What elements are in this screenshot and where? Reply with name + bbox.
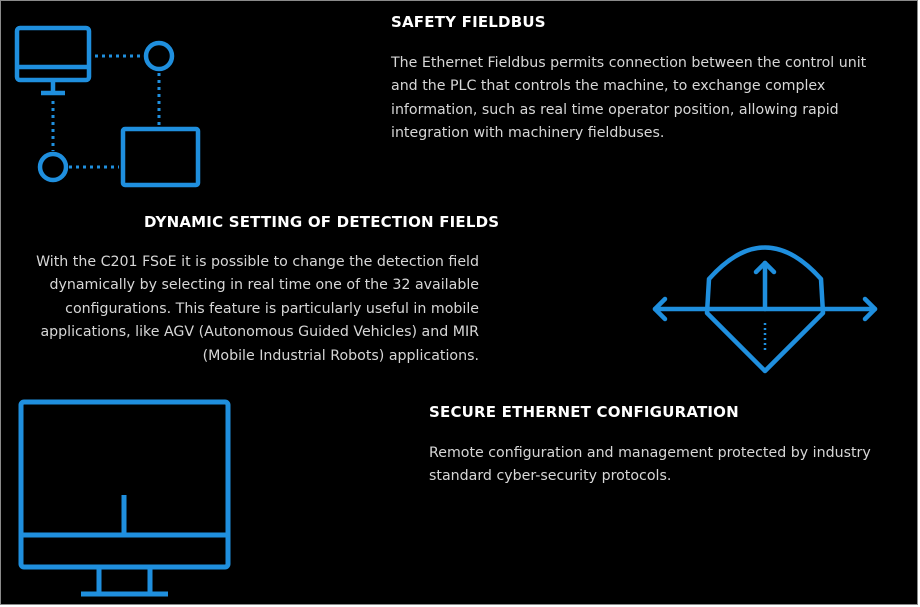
fieldbus-line-2: and the PLC that controls the machine, t…	[391, 78, 826, 95]
detection-title: DYNAMIC SETTING OF DETECTION FIELDS	[144, 213, 500, 231]
fieldbus-description: The Ethernet Fieldbus permits connection…	[391, 52, 866, 146]
detection-description: With the C201 FSoE it is possible to cha…	[21, 251, 479, 368]
detection-field-icon	[652, 245, 878, 374]
fieldbus-line-3: information, such as real time operator …	[391, 101, 839, 118]
ethernet-line-1: Remote configuration and management prot…	[429, 445, 871, 461]
fieldbus-title: SAFETY FIELDBUS	[391, 13, 546, 31]
network-topology-icon	[14, 25, 201, 188]
detection-line-1: With the C201 FSoE it is possible to cha…	[36, 254, 479, 270]
detection-line-5: (Mobile Industrial Robots) applications.	[202, 347, 479, 364]
detection-line-2: dynamically by selecting in real time on…	[49, 277, 479, 294]
fieldbus-line-4: integration with machinery fieldbuses.	[391, 125, 665, 142]
detection-line-3: configurations. This feature is particul…	[65, 300, 479, 317]
monitor-icon	[18, 399, 231, 597]
detection-line-4: applications, like AGV (Autonomous Guide…	[40, 324, 479, 341]
ethernet-title: SECURE ETHERNET CONFIGURATION	[429, 403, 739, 421]
ethernet-line-2: standard cyber-security protocols.	[429, 468, 672, 485]
ethernet-description: Remote configuration and management prot…	[429, 442, 871, 489]
fieldbus-line-1: The Ethernet Fieldbus permits connection…	[391, 55, 867, 71]
